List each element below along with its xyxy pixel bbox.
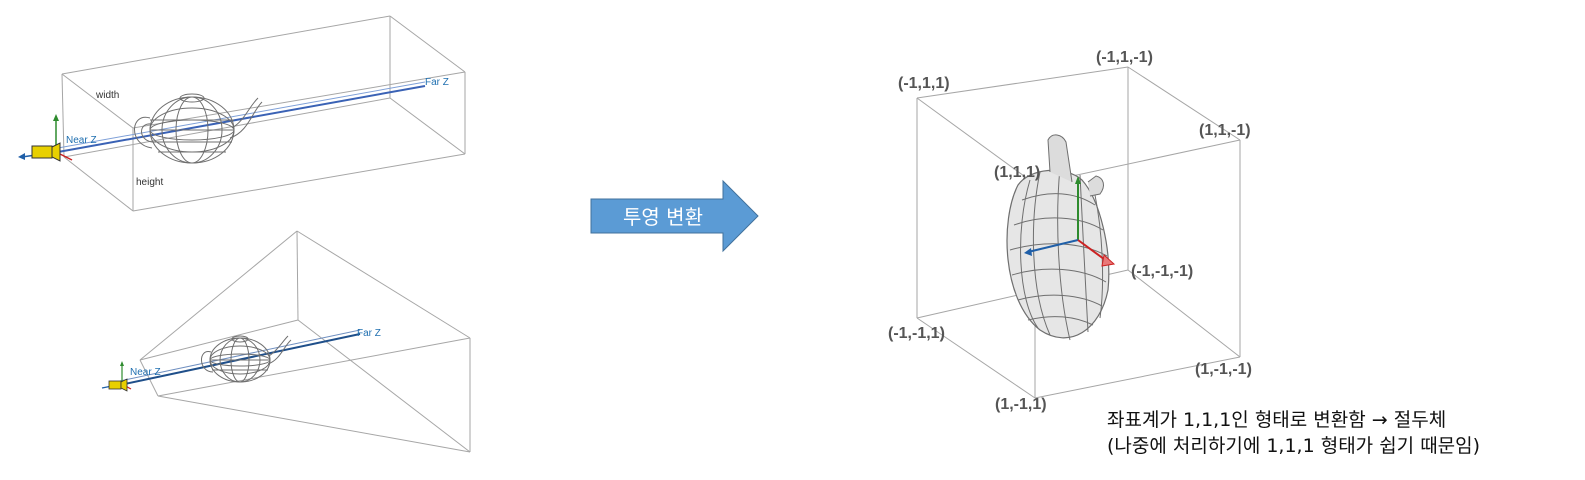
bottom-far-z-label: Far Z [357,328,381,339]
top-camera-icon [18,114,73,162]
corner-label-right-top-far: (1,1,-1) [1199,122,1251,139]
corner-label-left-top-near: (-1,1,1) [898,75,950,92]
bottom-near-z-label: Near Z [130,367,161,378]
top-height-label: height [136,177,163,188]
top-teapot-wireframe [134,93,263,164]
top-box-edges [61,15,466,212]
ndc-axis-gizmo [1024,176,1116,267]
caption-line-2: (나중에 처리하기에 1,1,1 형태가 쉽기 때문임) [1107,435,1481,457]
corner-label-left-bottom-near: (-1,-1,1) [888,325,945,342]
top-frustum-view: width height Near Z Far Z [18,15,466,212]
caption-line-1: 좌표계가 1,1,1인 형태로 변환함 → 절두체 [1107,409,1447,431]
top-near-z-label: Near Z [66,135,97,146]
corner-label-right-bottom-far: (1,-1,-1) [1195,361,1252,378]
bottom-frustum-edges [139,230,471,453]
ndc-teapot-wireframe [1006,134,1110,341]
projection-transform-arrow: 투영 변환 [590,179,759,253]
top-far-z-label: Far Z [425,77,449,88]
bottom-camera-icon [101,361,132,392]
corner-label-right-bottom-near: (1,-1,1) [995,396,1047,413]
corner-label-right-top-near: (1,1,1) [994,164,1040,181]
corner-label-left-bottom-far: (-1,-1,-1) [1131,263,1193,280]
top-width-label: width [95,90,119,101]
bottom-frustum-view: Near Z Far Z [101,230,471,453]
projection-transform-label: 투영 변환 [623,205,703,229]
corner-label-left-top-far: (-1,1,-1) [1096,49,1153,66]
ndc-cube-view: (-1,1,-1) (-1,1,1) (1,1,-1) (1,1,1) (-1,… [888,49,1252,413]
bottom-teapot-wireframe [201,335,292,383]
